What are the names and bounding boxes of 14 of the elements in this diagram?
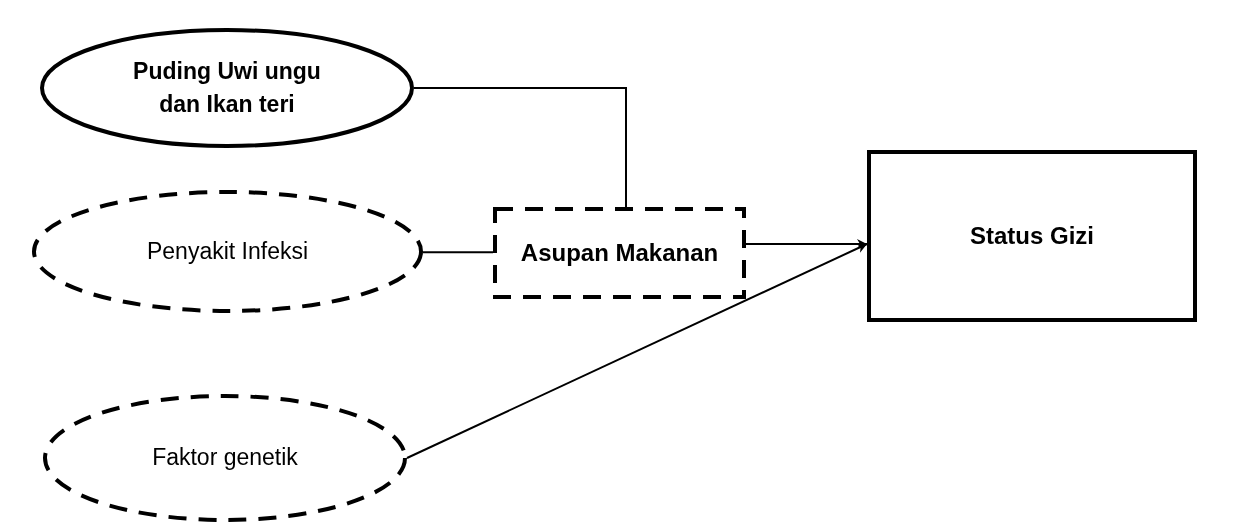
dashed-ellipse-node [32,190,423,313]
arrow [745,239,868,249]
node-label: Faktor genetik [152,443,298,473]
connector-line [413,87,627,208]
arrow [406,243,868,459]
process-box [867,150,1197,322]
node-label: Puding Uwi ungu dan Ikan teri [132,56,322,119]
dashed-ellipse-node [43,394,407,522]
dashed-box [493,207,746,299]
connector-line [422,251,494,254]
node-label: Status Gizi [970,220,1094,251]
ellipse-node [40,28,414,148]
node-label: Penyakit Infeksi [146,236,309,266]
node-label: Asupan Makanan [520,237,719,268]
